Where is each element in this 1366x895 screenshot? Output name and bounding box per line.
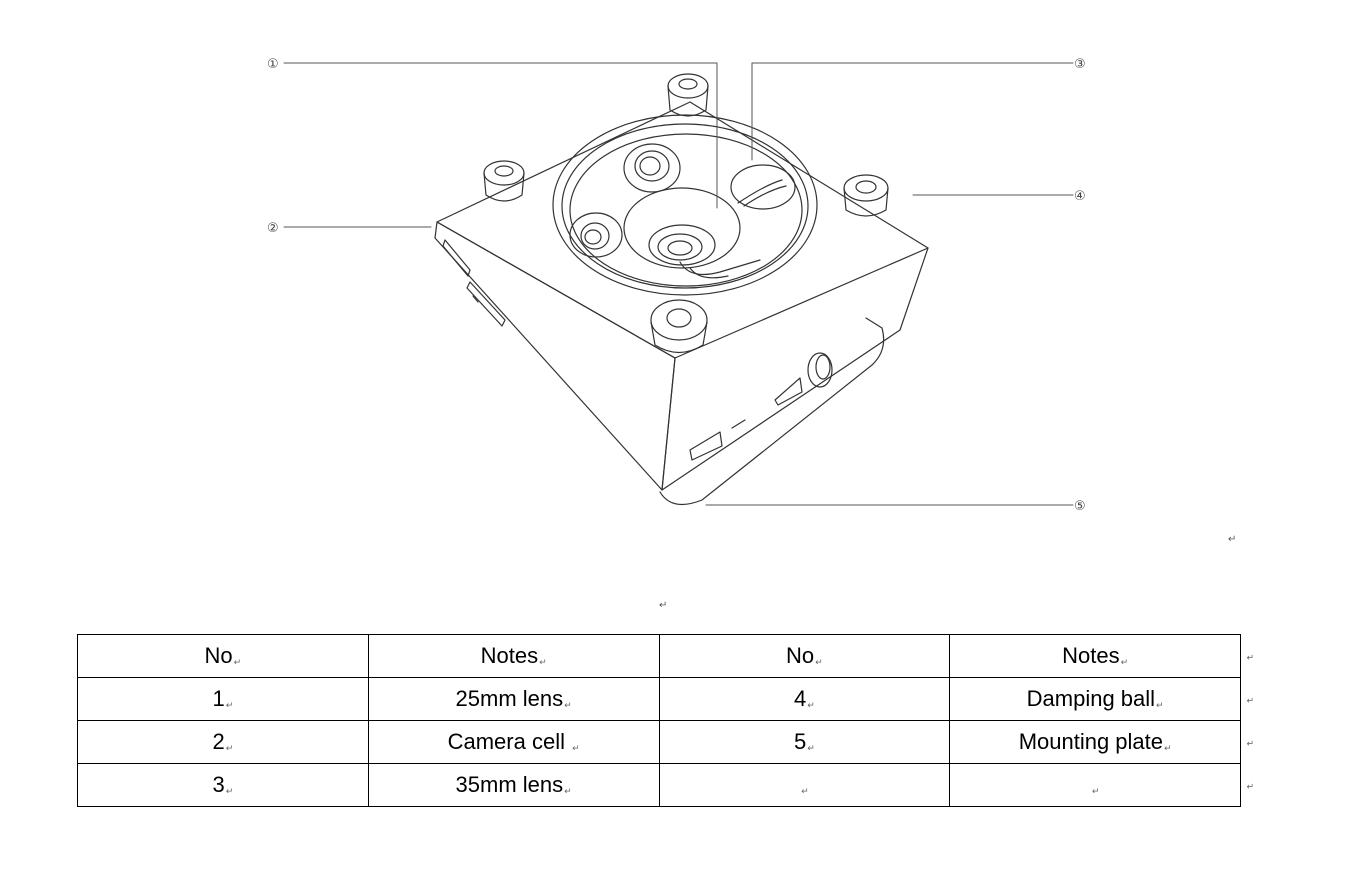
table-cell: Mounting plate↵↵ (949, 720, 1254, 764)
callout-5: ⑤ (1074, 499, 1086, 514)
paragraph-mark: ↵ (659, 600, 668, 611)
table-row: 3↵ 35mm lens↵ ↵ ↵↵ (77, 763, 1254, 807)
camera-assembly-diagram: ① ② ③ ④ ⑤ (267, 57, 1086, 514)
table-cell: 1↵ (77, 677, 369, 721)
housing-top-face (436, 101, 929, 359)
housing-right-face (661, 247, 929, 491)
table-cell: 5↵ (658, 720, 951, 764)
lens-25mm (623, 143, 681, 193)
table-cell: 35mm lens↵ (367, 763, 660, 807)
header-cell: No↵ (77, 634, 369, 678)
table-row: 1↵ 25mm lens↵ 4↵ Damping ball↵↵ (77, 677, 1254, 721)
table-cell: 2↵ (77, 720, 369, 764)
lens-bowl-outer (552, 114, 818, 296)
table-cell: ↵ (658, 763, 951, 807)
table-cell: ↵↵ (949, 763, 1254, 807)
damping-ball-right (843, 174, 889, 217)
damping-ball-front (650, 299, 708, 354)
parts-table: No↵ Notes↵ No↵ Notes↵↵ 1↵ 25mm lens↵ 4↵ … (77, 634, 1254, 807)
callout-4: ④ (1074, 189, 1086, 204)
table-cell: 4↵ (658, 677, 951, 721)
table-cell: Damping ball↵↵ (949, 677, 1254, 721)
leader-line-1 (283, 62, 718, 209)
housing-left-face (434, 221, 676, 491)
leader-line-3 (751, 62, 1074, 161)
header-cell: Notes↵↵ (949, 634, 1254, 678)
table-header-row: No↵ Notes↵ No↵ Notes↵↵ (77, 634, 1254, 678)
damping-ball-top (667, 73, 709, 117)
table-row: 2↵ Camera cell ↵ 5↵ Mounting plate↵↵ (77, 720, 1254, 764)
lens-35mm (730, 164, 796, 210)
callout-2: ② (267, 221, 279, 236)
paragraph-mark: ↵ (1228, 534, 1237, 545)
table-cell: Camera cell ↵ (367, 720, 660, 764)
header-cell: Notes↵ (367, 634, 660, 678)
callout-3: ③ (1074, 57, 1086, 72)
damping-ball-left (483, 160, 525, 202)
callout-1: ① (267, 57, 279, 72)
table-cell: 25mm lens↵ (367, 677, 660, 721)
table-cell: 3↵ (77, 763, 369, 807)
center-lens (623, 187, 741, 269)
mounting-plate-shape (659, 317, 885, 506)
header-cell: No↵ (658, 634, 951, 678)
